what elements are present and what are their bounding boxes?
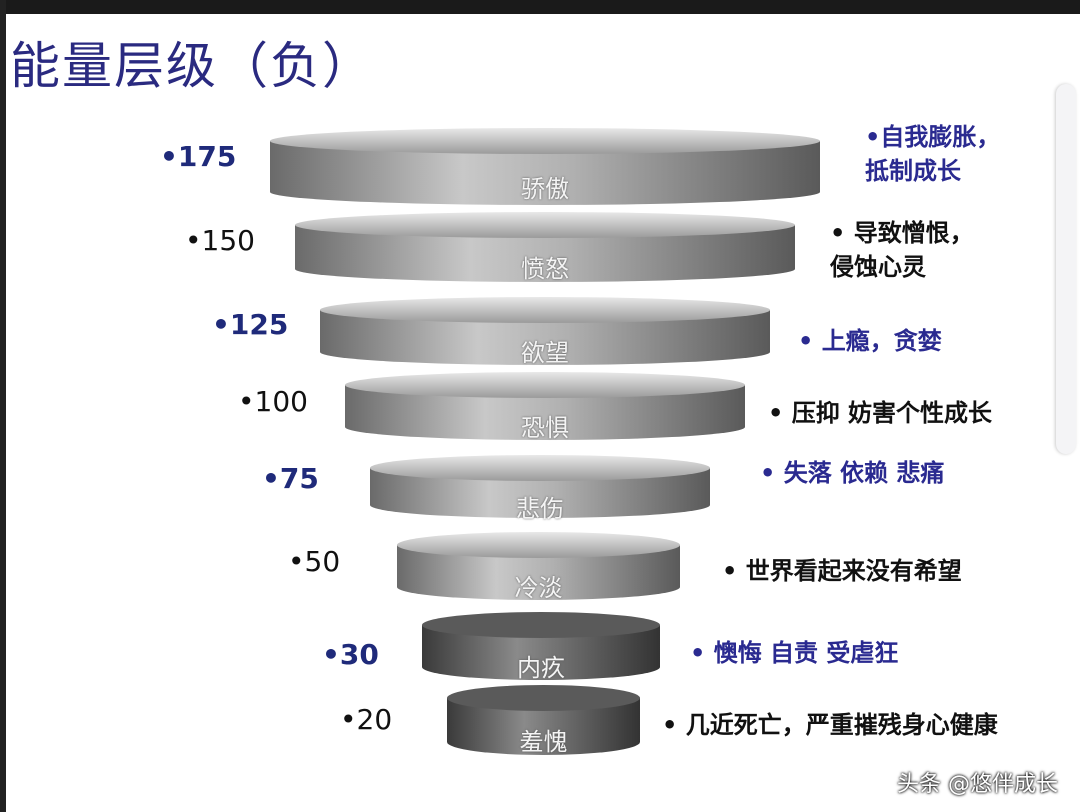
level-description: •自我膨胀， 抵制成长 <box>865 123 1001 185</box>
level-value: •75 <box>262 462 319 495</box>
disc-top <box>345 372 745 398</box>
disc-top <box>447 685 640 711</box>
level-name: 恐惧 <box>521 414 569 442</box>
level-value: •150 <box>185 224 255 257</box>
level-value: •50 <box>288 545 341 578</box>
left-edge-band <box>0 0 6 812</box>
level-description: • 上瘾，贪婪 <box>798 327 942 355</box>
level-name: 冷淡 <box>514 574 563 602</box>
disc-top <box>370 455 710 481</box>
disc-3 <box>320 297 770 365</box>
disc-top <box>295 212 795 238</box>
disc-8 <box>447 685 640 755</box>
level-name: 内疚 <box>517 654 565 682</box>
level-description: • 几近死亡，严重摧残身心健康 <box>662 711 998 739</box>
level-value: •125 <box>212 308 289 341</box>
disc-7 <box>422 612 660 680</box>
level-name: 愤怒 <box>521 255 569 283</box>
level-name: 欲望 <box>521 339 569 367</box>
disc-4 <box>345 372 745 440</box>
level-description: • 懊悔 自责 受虐狂 <box>690 639 899 667</box>
disc-5 <box>370 455 710 518</box>
page-title: 能量层级（负） <box>10 37 374 95</box>
disc-2 <box>295 212 795 282</box>
level-description: • 导致憎恨， 侵蚀心灵 <box>830 219 974 281</box>
scrollbar[interactable] <box>1056 84 1076 454</box>
disc-6 <box>397 532 680 600</box>
level-name: 羞愧 <box>519 728 568 756</box>
disc-1 <box>270 128 820 205</box>
cropped-header-band <box>0 0 1080 14</box>
disc-top <box>397 532 680 558</box>
level-description: • 失落 依赖 悲痛 <box>760 459 945 487</box>
disc-top <box>422 612 660 638</box>
level-name: 悲伤 <box>516 494 564 523</box>
disc-top <box>270 128 820 154</box>
level-value: •20 <box>340 703 393 736</box>
level-value: •30 <box>322 638 379 671</box>
watermark: 头条 @悠伴成长 <box>897 772 1058 797</box>
level-value: •100 <box>238 385 308 418</box>
level-value: •175 <box>160 140 237 173</box>
disc-top <box>320 297 770 323</box>
level-description: • 压抑 妨害个性成长 <box>768 399 993 427</box>
level-name: 骄傲 <box>521 174 569 203</box>
level-description: • 世界看起来没有希望 <box>722 557 962 585</box>
